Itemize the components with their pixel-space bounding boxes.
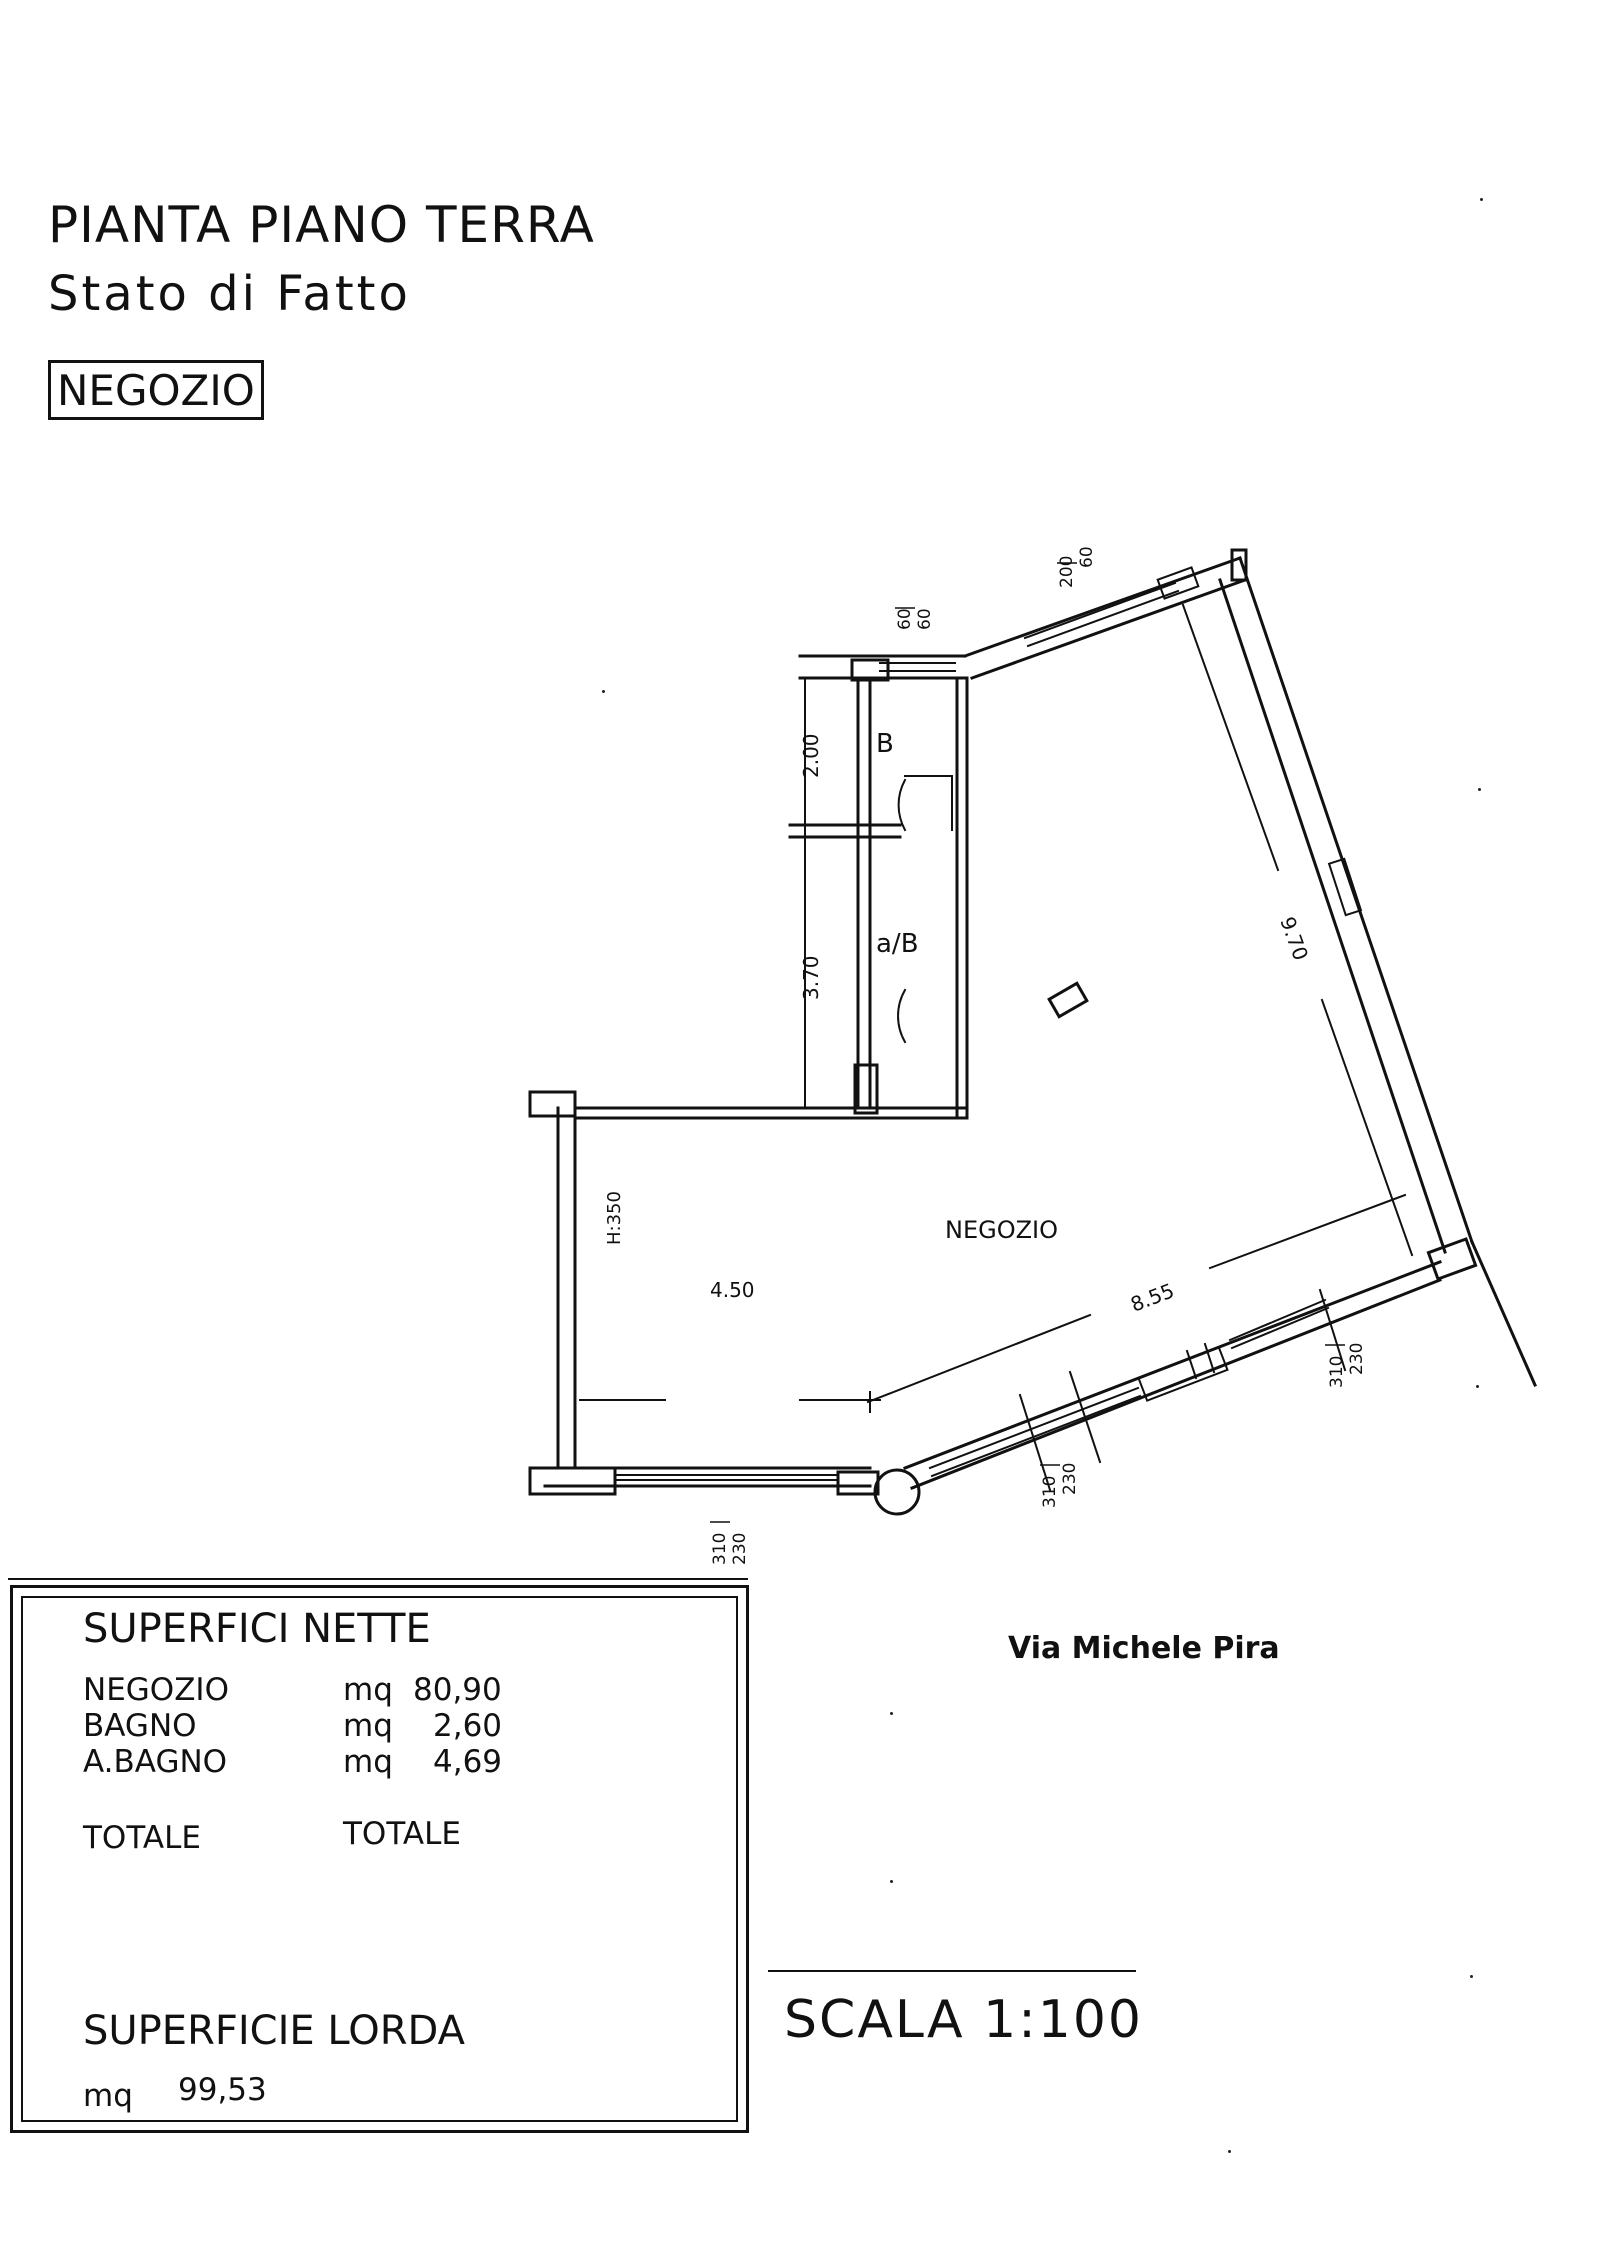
row-bagno-name: BAGNO: [83, 1708, 197, 1744]
totale-left: TOTALE: [83, 1820, 201, 1856]
doors: [897, 775, 953, 1044]
row-bagno-value: 2,60: [433, 1708, 503, 1744]
drawing-title: PIANTA PIANO TERRA: [48, 196, 595, 254]
scale-label: SCALA 1:100: [784, 1990, 1144, 2050]
window-mid-dim-a: 310: [1040, 1476, 1060, 1508]
round-column: [873, 1468, 921, 1516]
scan-speck: [890, 1712, 893, 1715]
lorda-title: SUPERFICIE LORDA: [83, 2008, 465, 2054]
scan-speck: [1480, 198, 1483, 201]
height-label: H:350: [604, 1191, 625, 1245]
window-bottom-dim-a: 310: [710, 1533, 730, 1565]
row-negozio-name: NEGOZIO: [83, 1672, 229, 1708]
scan-speck: [602, 690, 605, 693]
row-abagno-value: 4,69: [433, 1744, 503, 1780]
scan-speck: [1476, 1385, 1479, 1388]
lorda-unit: mq: [83, 2078, 133, 2114]
scan-speck: [1228, 2150, 1231, 2153]
window-bottom-dim-b: 230: [730, 1533, 750, 1565]
table-top-rule: [8, 1578, 748, 1580]
room-label-antibagno: a/B: [876, 929, 919, 959]
room-label-negozio: NEGOZIO: [945, 1216, 1058, 1244]
floor-symbol: [1047, 981, 1089, 1019]
unit-tag: NEGOZIO: [48, 360, 264, 420]
nette-title: SUPERFICI NETTE: [83, 1606, 431, 1652]
windows: [614, 566, 1363, 1481]
window-top-dim-b: 60: [915, 608, 935, 630]
dimension-2-00: 2.00: [799, 733, 823, 778]
dimension-lines: [579, 603, 1414, 1492]
window-right-dim-a: 310: [1327, 1356, 1347, 1388]
window-top-dim-a: 60: [895, 608, 915, 630]
totale-right: TOTALE: [343, 1816, 461, 1852]
scale-rule: [768, 1970, 1136, 1972]
row-abagno-unit: mq: [343, 1744, 393, 1780]
room-label-bagno: B: [876, 729, 894, 759]
columns: [528, 548, 1478, 1496]
window-upper-dim-b: 60: [1077, 546, 1097, 568]
row-negozio-unit: mq: [343, 1672, 393, 1708]
dimension-4-50: 4.50: [710, 1278, 755, 1302]
scan-speck: [1470, 1975, 1473, 1978]
row-bagno-unit: mq: [343, 1708, 393, 1744]
scan-speck: [1478, 788, 1481, 791]
row-negozio-value: 80,90: [413, 1672, 502, 1708]
window-right-dim-b: 230: [1347, 1343, 1367, 1375]
surface-table-inner: [21, 1596, 738, 2122]
lorda-value: 99,53: [178, 2072, 267, 2108]
window-upper-dim-a: 200: [1057, 556, 1077, 588]
drawing-subtitle: Stato di Fatto: [48, 266, 411, 322]
scan-speck: [890, 1880, 893, 1883]
dimension-3-70: 3.70: [799, 955, 823, 1000]
dimension-9-70: 9.70: [1275, 914, 1313, 964]
outer-wall: [543, 556, 1537, 1490]
dimension-8-55: 8.55: [1127, 1278, 1177, 1316]
street-name: Via Michele Pira: [1008, 1631, 1280, 1666]
surface-table: SUPERFICI NETTE NEGOZIO mq 80,90 BAGNO m…: [10, 1585, 749, 2133]
window-mid-dim-b: 230: [1060, 1463, 1080, 1495]
row-abagno-name: A.BAGNO: [83, 1744, 228, 1780]
